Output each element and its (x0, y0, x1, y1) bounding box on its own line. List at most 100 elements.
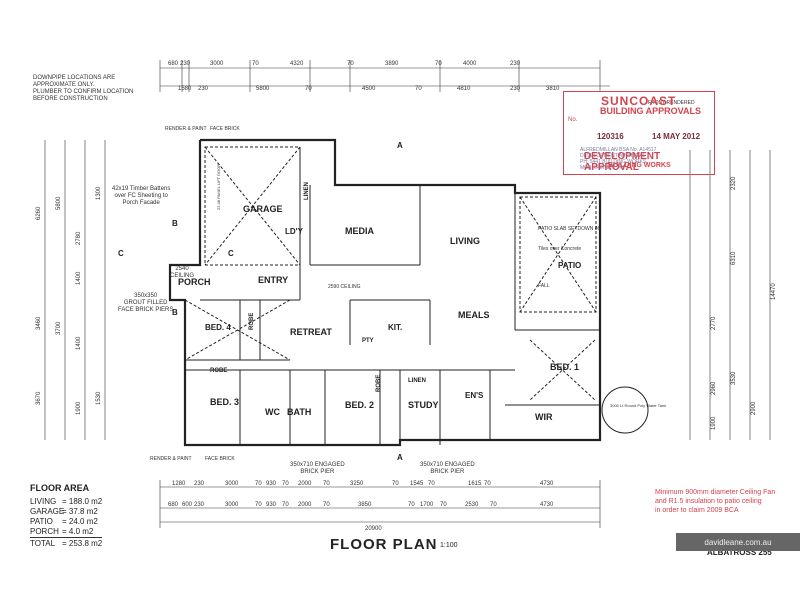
stamp-building-works: BUILDING WORKS (608, 162, 671, 169)
svg-text:3000: 3000 (225, 502, 239, 508)
room-wc: WC (265, 407, 280, 417)
svg-text:2530: 2530 (465, 502, 479, 508)
svg-text:70: 70 (282, 502, 289, 508)
svg-text:70: 70 (255, 481, 262, 487)
section-c-right: C (228, 249, 234, 258)
downpipe-note: DOWNPIPE LOCATIONS ARE APPROXIMATE ONLY.… (33, 75, 134, 102)
stamp-number: 120316 (597, 132, 624, 141)
svg-text:4730: 4730 (540, 502, 554, 508)
tiles-note: Tiles over Concrete (538, 246, 581, 252)
svg-text:70: 70 (392, 481, 399, 487)
dim-right-6310: 6310 (731, 251, 737, 265)
watermark: davidleane.com.au (676, 533, 800, 551)
bottom-dimension-lines (159, 480, 601, 528)
area-row-patio: PATIO= 24.0 m2 (30, 517, 98, 526)
dim-right-2770: 2770 (711, 316, 717, 330)
room-meals: MEALS (458, 310, 490, 320)
room-media: MEDIA (345, 226, 375, 236)
svg-text:2000: 2000 (298, 481, 312, 487)
dim-top-4320: 4320 (290, 61, 304, 67)
dim-top-680: 680 (168, 61, 179, 67)
svg-text:1615: 1615 (468, 481, 482, 487)
svg-text:70: 70 (490, 502, 497, 508)
room-wir: WIR (535, 412, 553, 422)
room-kitchen: KIT. (388, 323, 402, 332)
section-a-bottom: A (397, 453, 403, 462)
dim-top-4000: 4000 (463, 61, 477, 67)
dim-right-14470: 14470 (771, 283, 777, 300)
dim-right-1900: 1900 (711, 416, 717, 430)
dim-right-3530: 3530 (731, 371, 737, 385)
svg-text:2000: 2000 (298, 502, 312, 508)
room-bed3: BED. 3 (210, 397, 239, 407)
svg-text:1700: 1700 (420, 502, 434, 508)
dim-left-1900: 1900 (76, 401, 82, 415)
room-robe-3: ROBE (376, 375, 382, 392)
dim-left-1300: 1300 (96, 186, 102, 200)
tank-label: 3000 Lt Round Poly Water Tank (610, 403, 666, 408)
dim-top2-70: 70 (305, 86, 312, 92)
svg-text:70: 70 (440, 502, 447, 508)
section-b-bottom: B (172, 308, 178, 317)
svg-text:4730: 4730 (540, 481, 554, 487)
area-row-garage: GARAGE= 37.8 m2 (30, 507, 98, 516)
dim-left-2780: 2780 (76, 231, 82, 245)
floor-area-heading: FLOOR AREA (30, 483, 90, 493)
room-pantry: PTY (362, 338, 374, 344)
room-retreat: RETREAT (290, 327, 332, 337)
dim-left-3670: 3670 (36, 391, 42, 405)
engaged-pier-note-1: 350x710 ENGAGED BRICK PIER (290, 462, 345, 475)
panel-lift-door: 22.48 PANEL LIFT DOOR (216, 164, 221, 210)
dim-top-3000: 3000 (210, 61, 224, 67)
svg-text:930: 930 (266, 502, 277, 508)
room-entry: ENTRY (258, 275, 288, 285)
dim-top-3890: 3890 (385, 61, 399, 67)
face-brick-bottom: FACE BRICK (205, 456, 235, 462)
plan-scale: 1:100 (440, 542, 458, 549)
left-dimension-labels: 6260 5800 2780 1300 1400 3460 3700 1400 … (36, 186, 102, 415)
svg-text:230: 230 (194, 502, 205, 508)
stamp-approvals: BUILDING APPROVALS (600, 106, 702, 116)
svg-text:70: 70 (484, 481, 491, 487)
model-name: ALBATROSS 255 (707, 548, 772, 557)
patio-slab-note: PATIO SLAB SETDOWN 86 (538, 226, 601, 232)
fall-note: FALL (538, 283, 550, 289)
room-laundry: LD'Y (285, 227, 304, 236)
dim-total: 20900 (365, 526, 382, 532)
svg-text:70: 70 (282, 481, 289, 487)
svg-text:3250: 3250 (350, 481, 364, 487)
dim-left-1530: 1530 (96, 391, 102, 405)
svg-text:3850: 3850 (358, 502, 372, 508)
svg-text:3000: 3000 (225, 481, 239, 487)
engaged-pier-note-2: 350x710 ENGAGED BRICK PIER (420, 462, 475, 475)
ceiling-fan-note: Minimum 900mm diameter Ceiling Fan and R… (655, 489, 776, 514)
room-bath: BATH (287, 407, 311, 417)
room-ensuite: EN'S (465, 391, 484, 400)
render-paint-bottom: RENDER & PAINT (150, 456, 192, 462)
dim-left-3460: 3460 (36, 316, 42, 330)
certifier-stamp: ALFREDMILLAN BSA No. A14517 DEVELOPMENT … (580, 147, 657, 171)
dim-right-2960: 2960 (711, 381, 717, 395)
stamp-no-label: No. (568, 117, 578, 123)
top-dimension-labels: 680 230 3000 70 4320 70 3890 70 4000 230… (168, 61, 560, 92)
section-c-left: C (118, 249, 124, 258)
room-porch: PORCH (178, 277, 211, 287)
dim-top2-230b: 230 (510, 86, 521, 92)
svg-text:70: 70 (408, 502, 415, 508)
dim-top2-230: 230 (198, 86, 209, 92)
room-linen: LINEN (304, 182, 310, 200)
front-rendered-note: FRONT RENDERED (648, 100, 695, 106)
stamp-development: DEVELOPMENT APPROVAL (584, 151, 661, 173)
svg-text:930: 930 (266, 481, 277, 487)
battens-note: 42x19 Timber Battens over FC Sheeting to… (112, 186, 171, 206)
approval-stamp: SUNCOAST BUILDING APPROVALS No. 120316 1… (563, 91, 715, 175)
area-row-porch: PORCH= 4.0 m2 (30, 527, 94, 536)
dim-left-6260: 6260 (36, 206, 42, 220)
section-b-top: B (172, 219, 178, 228)
room-patio: PATIO (558, 261, 581, 270)
floor-area-table: FLOOR AREA LIVING= 188.0 m2 GARAGE= 37.8… (30, 483, 103, 549)
svg-text:70: 70 (255, 502, 262, 508)
bottom-dimension-labels: 1280 230 3000 70 930 70 2000 70 3250 70 … (168, 481, 554, 532)
render-paint-top: RENDER & PAINT (165, 126, 207, 132)
